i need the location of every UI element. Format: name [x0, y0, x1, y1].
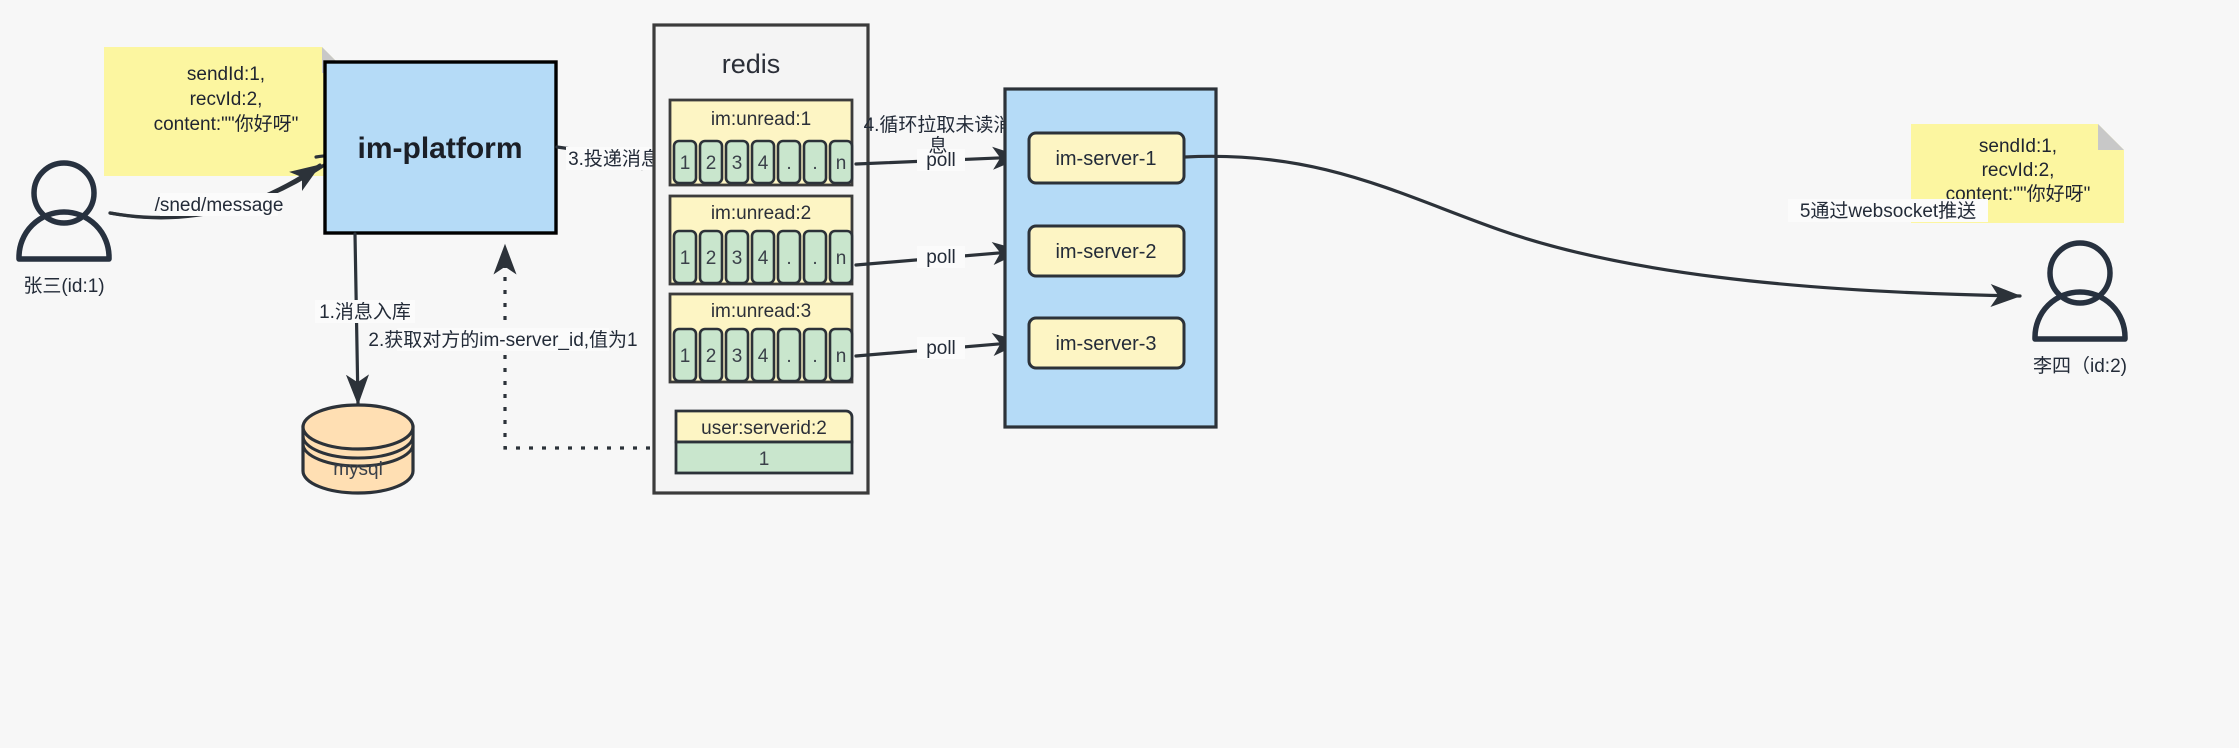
edge-get-server-id: 2.获取对方的im-server_id,值为1	[368, 243, 676, 450]
redis-serverid-key: user:serverid:2	[701, 418, 827, 439]
actor-receiver: 李四（id:2)	[2032, 240, 2128, 377]
edge-poll-3: poll	[854, 332, 1024, 359]
list-cell: 1	[680, 248, 691, 269]
list-cell: .	[812, 346, 817, 367]
edge-websocket-push: 5通过websocket推送	[1183, 154, 2022, 308]
redis-list-cells: 1 2 3 4 . . n	[672, 327, 854, 383]
note-right: sendId:1, recvId:2, content:""你好呀"	[1911, 124, 2124, 223]
im-server-cluster: im-server-1 im-server-2 im-server-3	[1003, 87, 1218, 429]
list-cell: .	[812, 153, 817, 174]
list-cell: 4	[758, 346, 769, 367]
edge-poll-2-label: poll	[926, 247, 956, 268]
edge-poll-2: poll	[854, 241, 1024, 268]
list-cell: .	[786, 346, 791, 367]
list-cell: n	[836, 346, 847, 367]
list-cell: 2	[706, 346, 717, 367]
note-left-line-3: content:""你好呀"	[154, 113, 299, 135]
list-cell: 1	[680, 346, 691, 367]
list-cell: 2	[706, 248, 717, 269]
note-right-line-1: sendId:1,	[1979, 136, 2057, 157]
note-left-line-2: recvId:2,	[190, 89, 263, 110]
actor-sender: 张三(id:1)	[16, 160, 112, 297]
redis-title: redis	[722, 49, 781, 79]
im-server-1-label: im-server-1	[1055, 148, 1156, 170]
note-right-line-2: recvId:2,	[1982, 160, 2055, 181]
redis-list-cells: 1 2 3 4 . . n	[672, 229, 854, 285]
poll-unread-second-line: 息	[928, 135, 947, 157]
im-platform-label: im-platform	[358, 132, 523, 165]
redis-key-label: im:unread:1	[711, 109, 811, 130]
im-platform-box[interactable]: im-platform	[323, 60, 558, 235]
note-left-line-1: sendId:1,	[187, 64, 265, 85]
edge-websocket-push-label: 5通过websocket推送	[1800, 200, 1976, 222]
note-left: sendId:1, recvId:2, content:""你好呀"	[104, 47, 348, 176]
edge-get-server-id-label: 2.获取对方的im-server_id,值为1	[368, 329, 637, 351]
list-cell: 2	[706, 153, 717, 174]
mysql-database: mysql	[301, 403, 415, 495]
list-cell: n	[836, 153, 847, 174]
redis-key-label: im:unread:3	[711, 301, 811, 322]
actor-sender-label: 张三(id:1)	[23, 275, 104, 297]
edge-store-message-label: 1.消息入库	[319, 301, 411, 323]
redis-key-im-unread-3: im:unread:3 1 2 3 4 . . n	[668, 292, 854, 384]
list-cell: 3	[732, 248, 743, 269]
list-cell: 3	[732, 153, 743, 174]
redis-key-im-unread-1: im:unread:1 1 2 3 4 . . n	[668, 98, 854, 187]
list-cell: .	[786, 248, 791, 269]
edge-poll-3-label: poll	[926, 338, 956, 359]
im-server-1-box[interactable]: im-server-1	[1027, 131, 1186, 185]
redis-key-user-serverid: user:serverid:2 1	[674, 409, 854, 475]
redis-key-im-unread-2: im:unread:2 1 2 3 4 . . n	[668, 194, 854, 286]
im-server-2-box[interactable]: im-server-2	[1027, 224, 1186, 278]
list-cell: .	[786, 153, 791, 174]
edge-deliver-message-label: 3.投递消息	[568, 148, 660, 170]
edge-poll-1: poll 4.循环拉取未读消 息	[854, 114, 1024, 171]
edge-deliver-message: 3.投递消息	[555, 145, 674, 171]
redis-container: redis im:unread:1 1 2 3 4 . .	[652, 23, 870, 495]
edge-poll-1-label: poll	[926, 150, 956, 171]
list-cell: 4	[758, 248, 769, 269]
list-cell: .	[812, 248, 817, 269]
im-server-3-box[interactable]: im-server-3	[1027, 316, 1186, 370]
im-server-3-label: im-server-3	[1055, 333, 1156, 355]
list-cell: 3	[732, 346, 743, 367]
mysql-label: mysql	[333, 459, 383, 480]
redis-key-label: im:unread:2	[711, 203, 811, 224]
edge-send-message-label: /sned/message	[155, 195, 284, 216]
list-cell: 4	[758, 153, 769, 174]
redis-list-cells: 1 2 3 4 . . n	[672, 139, 854, 185]
redis-serverid-value: 1	[759, 449, 770, 470]
edge-poll-unread-label: 息	[928, 135, 947, 157]
im-server-2-label: im-server-2	[1055, 241, 1156, 263]
edge-store-message: 1.消息入库	[315, 232, 415, 406]
edge-poll-unread-line-1: 4.循环拉取未读消	[864, 114, 1013, 136]
list-cell: n	[836, 248, 847, 269]
list-cell: 1	[680, 153, 691, 174]
actor-receiver-label: 李四（id:2)	[2033, 355, 2127, 377]
